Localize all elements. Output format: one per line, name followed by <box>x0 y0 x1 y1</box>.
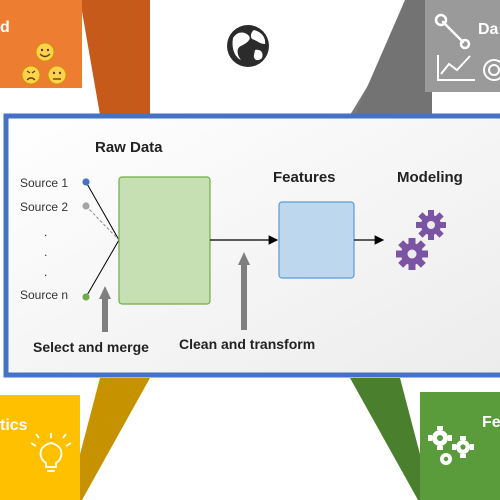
raw-data-title: Raw Data <box>95 139 163 156</box>
globe-icon <box>227 25 269 67</box>
gears-icon <box>428 426 474 465</box>
features-box <box>278 201 355 279</box>
emoji-faces-icon <box>21 42 67 85</box>
source-2-connector <box>85 205 120 241</box>
source-1-connector <box>85 181 120 241</box>
target-icon <box>483 59 500 81</box>
line-chart-icon <box>437 55 475 81</box>
modeling-title: Modeling <box>397 169 463 186</box>
lightbulb-icon <box>30 433 72 472</box>
top-left-corner-panel: d <box>0 0 150 115</box>
bottom-left-corner-label: tics <box>0 417 28 434</box>
wrench-icon <box>434 13 471 50</box>
ellipsis-dot: . <box>44 265 47 279</box>
bottom-right-corner-label: Fe <box>482 414 500 431</box>
select-merge-label: Select and merge <box>33 339 149 355</box>
source-label: Source 1 <box>20 176 68 190</box>
source-n-dot <box>82 293 90 301</box>
bottom-right-corner-panel: Fe <box>350 378 500 500</box>
clean-transform-up-arrow <box>238 252 250 330</box>
source-label: Source 2 <box>20 200 68 214</box>
select-merge-up-arrow <box>99 286 111 332</box>
bottom-left-corner-panel: tics <box>0 378 150 500</box>
source-label: Source n <box>20 288 68 302</box>
top-right-corner-panel: Da <box>350 0 500 115</box>
raw-data-box <box>118 176 211 305</box>
source-2-dot <box>82 202 90 210</box>
source-1-dot <box>82 178 90 186</box>
top-right-corner-label: Da <box>478 21 499 38</box>
ellipsis-dot: . <box>44 225 47 239</box>
features-title: Features <box>273 169 336 186</box>
ellipsis-dot: . <box>44 245 47 259</box>
source-n-connector <box>85 239 120 298</box>
clean-transform-label: Clean and transform <box>179 336 315 352</box>
top-left-corner-label: d <box>0 19 10 36</box>
